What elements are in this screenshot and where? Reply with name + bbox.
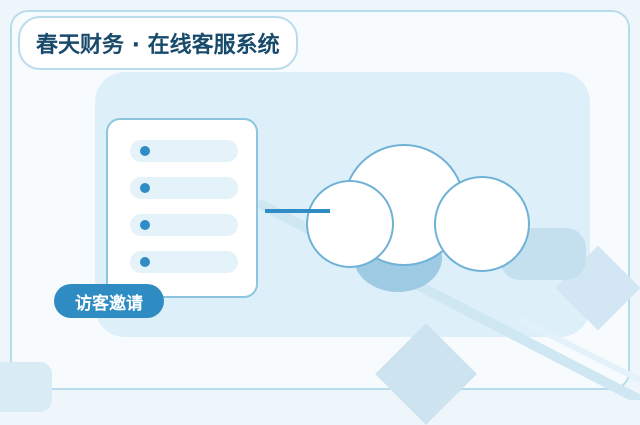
cloud-illustration (257, 144, 640, 400)
list-item (130, 140, 238, 162)
list-dot-icon (140, 146, 150, 156)
list-item (130, 214, 238, 236)
list-dot-icon (140, 257, 150, 267)
list-dot-icon (140, 183, 150, 193)
list-dot-icon (140, 220, 150, 230)
list-item (130, 251, 238, 273)
cloud-icon (265, 144, 530, 272)
list-item (130, 177, 238, 199)
diagonal-streak-light (518, 317, 640, 383)
visitor-invite-label: 访客邀请 (75, 293, 143, 314)
page-title: 春天财务 · 在线客服系统 (18, 16, 298, 70)
visitor-list-card (106, 118, 258, 298)
visitor-invite-badge: 访客邀请 (54, 284, 164, 318)
page-title-text: 春天财务 · 在线客服系统 (36, 33, 280, 58)
